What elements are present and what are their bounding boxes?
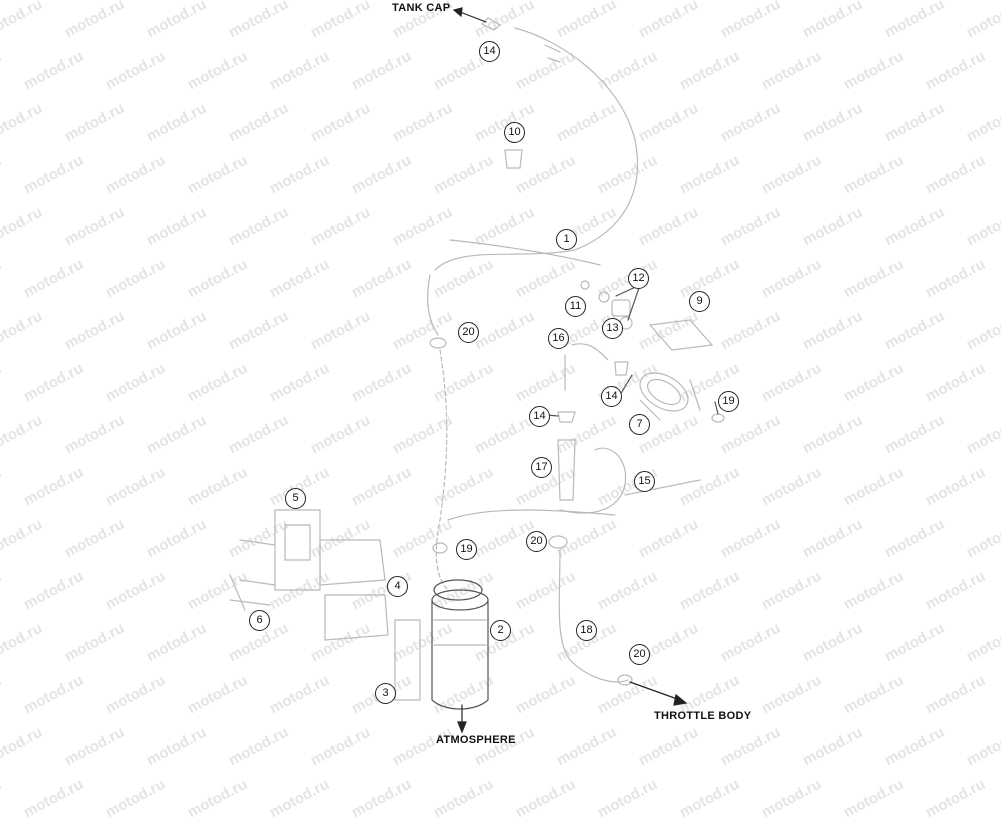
watermark-text: motod.ru bbox=[758, 775, 825, 821]
callout-10: 10 bbox=[504, 122, 525, 143]
watermark-text: motod.ru bbox=[594, 775, 661, 821]
fitting-10 bbox=[504, 149, 523, 169]
tank-cap-arrow bbox=[452, 7, 463, 18]
clamp-20-top bbox=[429, 337, 447, 349]
atmosphere-arrow bbox=[457, 721, 467, 734]
callout-18: 18 bbox=[576, 620, 597, 641]
vent-hose bbox=[434, 27, 639, 271]
mount-3 bbox=[394, 619, 421, 701]
watermark-text: motod.ru bbox=[184, 775, 251, 821]
tee-17 bbox=[557, 439, 576, 501]
watermark-text: motod.ru bbox=[20, 775, 87, 821]
canister-2-top bbox=[433, 579, 483, 601]
watermark-text: motod.ru bbox=[348, 775, 415, 821]
watermark-text: motod.ru bbox=[102, 775, 169, 821]
callout-17: 17 bbox=[531, 457, 552, 478]
purge-solenoid-7 bbox=[639, 372, 689, 412]
watermark-text: motod.ru bbox=[840, 775, 907, 821]
callout-12: 12 bbox=[628, 268, 649, 289]
callout-14: 14 bbox=[479, 41, 500, 62]
label-atmosphere: ATMOSPHERE bbox=[436, 734, 516, 746]
callout-1: 1 bbox=[556, 229, 577, 250]
label-throttle-body: THROTTLE BODY bbox=[654, 710, 752, 722]
callout-11: 11 bbox=[565, 296, 586, 317]
label-tank-cap: TANK CAP bbox=[392, 2, 451, 14]
callout-15: 15 bbox=[634, 471, 655, 492]
throttle-body-arrow bbox=[673, 693, 688, 706]
callout-20: 20 bbox=[526, 531, 547, 552]
callout-9: 9 bbox=[689, 291, 710, 312]
spacer-13 bbox=[611, 299, 631, 317]
callout-7: 7 bbox=[629, 414, 650, 435]
watermark-text: motod.ru bbox=[512, 775, 579, 821]
callout-2: 2 bbox=[490, 620, 511, 641]
tank-cap-fitting bbox=[480, 17, 502, 31]
callout-3: 3 bbox=[375, 683, 396, 704]
callout-13: 13 bbox=[602, 318, 623, 339]
bracket-9 bbox=[648, 319, 714, 351]
watermark-text: motod.ru bbox=[266, 775, 333, 821]
callout-19: 19 bbox=[718, 391, 739, 412]
callout-5: 5 bbox=[285, 488, 306, 509]
watermark-text: motod.ru bbox=[0, 775, 5, 821]
canister-2-body bbox=[431, 599, 489, 710]
callout-14: 14 bbox=[601, 386, 622, 407]
bracket-5 bbox=[274, 509, 321, 591]
callout-16: 16 bbox=[548, 328, 569, 349]
callout-20: 20 bbox=[629, 644, 650, 665]
bracket-4 bbox=[319, 539, 386, 586]
callout-14: 14 bbox=[529, 406, 550, 427]
diagram-drawing bbox=[229, 7, 725, 734]
callout-4: 4 bbox=[387, 576, 408, 597]
callout-6: 6 bbox=[249, 610, 270, 631]
watermark-text: motod.ru bbox=[922, 775, 989, 821]
callout-19: 19 bbox=[456, 539, 477, 560]
watermark-text: motod.ru bbox=[676, 775, 743, 821]
watermark-text: motod.ru bbox=[430, 775, 497, 821]
callout-20: 20 bbox=[458, 322, 479, 343]
